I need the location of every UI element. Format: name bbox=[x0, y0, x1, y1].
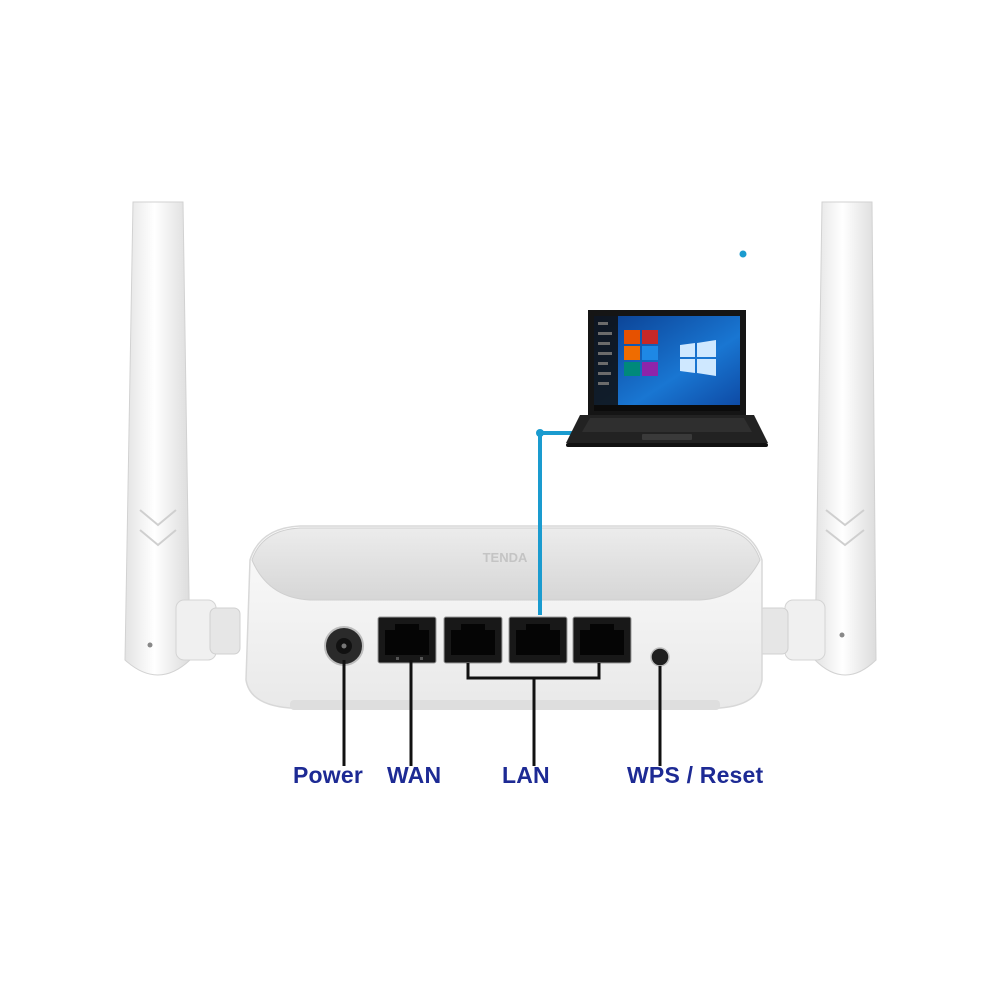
lan-port-1 bbox=[443, 616, 503, 664]
antenna-left bbox=[124, 201, 241, 676]
svg-text:TENDA: TENDA bbox=[483, 550, 528, 565]
wan-port bbox=[377, 616, 437, 664]
label-lan: LAN bbox=[502, 762, 550, 788]
laptop-icon bbox=[566, 310, 768, 447]
wps-reset-button bbox=[650, 647, 670, 667]
ethernet-cable bbox=[536, 250, 747, 615]
antenna-right bbox=[757, 201, 877, 676]
label-wan: WAN bbox=[387, 762, 442, 788]
router-body: TENDA bbox=[245, 525, 763, 710]
lan-port-2 bbox=[508, 616, 568, 664]
lan-port-3 bbox=[572, 616, 632, 664]
label-power: Power bbox=[293, 762, 364, 788]
label-wps-reset: WPS / Reset bbox=[627, 762, 764, 788]
power-port bbox=[324, 626, 364, 666]
pointer-lines bbox=[342, 660, 662, 766]
